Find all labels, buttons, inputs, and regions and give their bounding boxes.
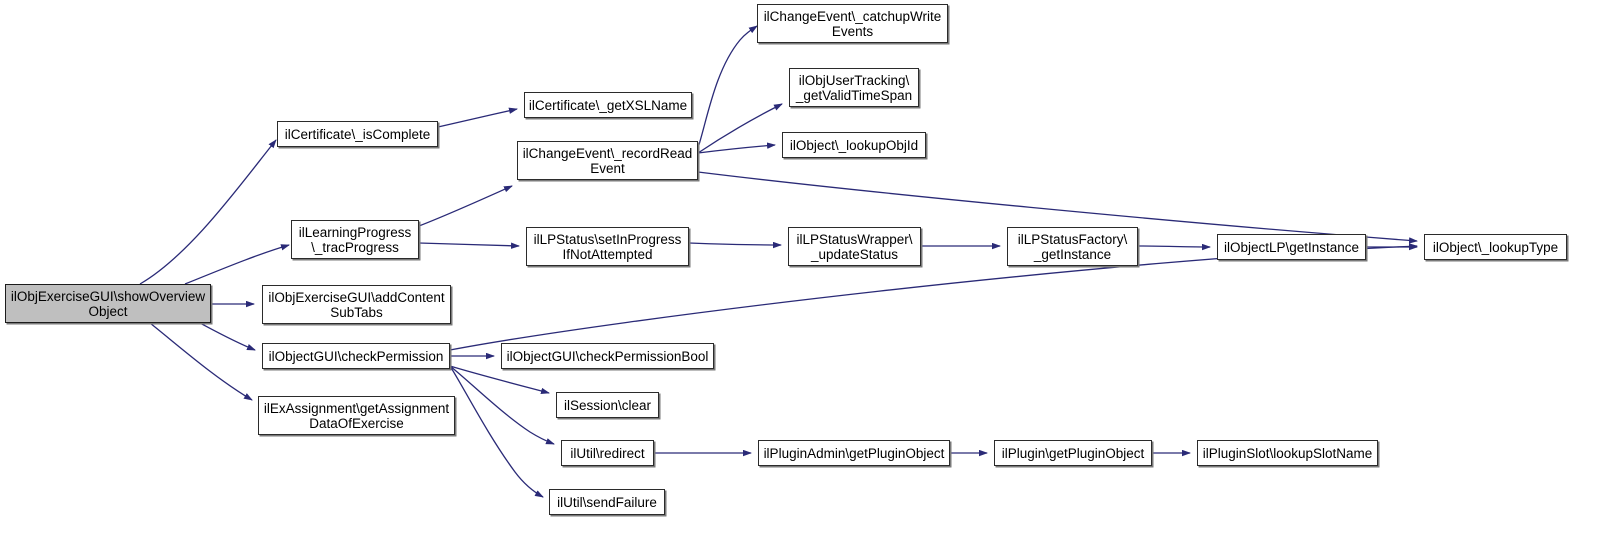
graph-node-label: ilChangeEvent\_recordRead Event bbox=[522, 145, 693, 176]
graph-node-label: ilLPStatusFactory\ _getInstance bbox=[1017, 231, 1128, 262]
graph-edge bbox=[1137, 243, 1211, 251]
graph-node-setInProgressIfNotAttempted[interactable]: ilLPStatus\setInProgress IfNotAttempted bbox=[526, 227, 689, 266]
graph-node-label: ilObject\_lookupType bbox=[1432, 239, 1559, 255]
graph-node-label: ilLPStatus\setInProgress IfNotAttempted bbox=[533, 231, 682, 262]
graph-edge bbox=[199, 322, 256, 351]
graph-node-label: ilObjExerciseGUI\showOverview Object bbox=[10, 288, 206, 319]
graph-node-label: ilUtil\sendFailure bbox=[557, 494, 657, 510]
graph-node-label: ilLearningProgress \_tracProgress bbox=[298, 224, 412, 255]
graph-node-label: ilPluginSlot\lookupSlotName bbox=[1202, 445, 1373, 461]
graph-node-sessionClear[interactable]: ilSession\clear bbox=[556, 392, 659, 418]
graph-node-label: ilExAssignment\getAssignment DataOfExerc… bbox=[263, 400, 450, 431]
graph-node-pluginGetPluginObject[interactable]: ilPlugin\getPluginObject bbox=[994, 440, 1152, 466]
graph-edge bbox=[437, 107, 518, 128]
graph-node-label: ilLPStatusWrapper\ _updateStatus bbox=[796, 231, 913, 262]
graph-node-recordReadEvent[interactable]: ilChangeEvent\_recordRead Event bbox=[517, 141, 698, 180]
graph-node-label: ilPluginAdmin\getPluginObject bbox=[763, 445, 945, 461]
graph-node-checkPermissionBool[interactable]: ilObjectGUI\checkPermissionBool bbox=[501, 343, 714, 369]
graph-node-lookupObjId[interactable]: ilObject\_lookupObjId bbox=[782, 132, 926, 158]
graph-edge bbox=[418, 242, 520, 249]
graph-node-lookupType[interactable]: ilObject\_lookupType bbox=[1424, 234, 1567, 260]
graph-node-label: ilCertificate\_getXSLName bbox=[528, 97, 688, 113]
graph-node-getValidTimeSpan[interactable]: ilObjUserTracking\ _getValidTimeSpan bbox=[789, 68, 919, 107]
graph-edge bbox=[697, 25, 758, 149]
graph-edge bbox=[697, 171, 1418, 244]
graph-node-label: ilObject\_lookupObjId bbox=[789, 137, 919, 153]
graph-edge bbox=[139, 139, 277, 285]
graph-edge bbox=[697, 142, 776, 154]
graph-node-catchupWriteEvents[interactable]: ilChangeEvent\_catchupWrite Events bbox=[757, 4, 948, 43]
graph-node-label: ilObjExerciseGUI\addContent SubTabs bbox=[268, 289, 445, 320]
graph-node-isComplete[interactable]: ilCertificate\_isComplete bbox=[277, 121, 438, 147]
graph-node-tracProgress[interactable]: ilLearningProgress \_tracProgress bbox=[291, 220, 419, 259]
graph-node-objectLPGetInstance[interactable]: ilObjectLP\getInstance bbox=[1217, 234, 1366, 260]
graph-edges bbox=[139, 25, 1418, 498]
graph-node-addContentSubTabs[interactable]: ilObjExerciseGUI\addContent SubTabs bbox=[262, 285, 451, 324]
graph-edge bbox=[449, 365, 550, 395]
graph-edge bbox=[418, 185, 513, 227]
graph-edge bbox=[449, 365, 544, 498]
graph-edge bbox=[149, 322, 253, 401]
graph-node-label: ilChangeEvent\_catchupWrite Events bbox=[763, 8, 942, 39]
graph-edge bbox=[184, 244, 290, 285]
graph-node-updateStatus[interactable]: ilLPStatusWrapper\ _updateStatus bbox=[788, 227, 921, 266]
graph-node-showOverviewObject[interactable]: ilObjExerciseGUI\showOverview Object bbox=[5, 284, 211, 323]
graph-node-lpStatusFactoryGetInstance[interactable]: ilLPStatusFactory\ _getInstance bbox=[1007, 227, 1138, 266]
graph-node-label: ilPlugin\getPluginObject bbox=[1001, 445, 1145, 461]
graph-edge bbox=[697, 103, 783, 154]
graph-node-label: ilSession\clear bbox=[563, 397, 652, 413]
graph-node-lookupSlotName[interactable]: ilPluginSlot\lookupSlotName bbox=[1197, 440, 1378, 466]
graph-edge bbox=[449, 365, 555, 445]
graph-node-label: ilObjectGUI\checkPermissionBool bbox=[506, 348, 709, 364]
graph-node-getAssignmentDataOfExercise[interactable]: ilExAssignment\getAssignment DataOfExerc… bbox=[258, 396, 455, 435]
graph-node-pluginAdminGetPluginObject[interactable]: ilPluginAdmin\getPluginObject bbox=[758, 440, 950, 466]
graph-node-checkPermission[interactable]: ilObjectGUI\checkPermission bbox=[262, 343, 450, 369]
graph-node-label: ilUtil\redirect bbox=[570, 445, 645, 461]
graph-edge bbox=[688, 241, 782, 249]
graph-node-label: ilObjectLP\getInstance bbox=[1223, 239, 1360, 255]
graph-node-sendFailure[interactable]: ilUtil\sendFailure bbox=[549, 489, 665, 515]
graph-node-label: ilObjUserTracking\ _getValidTimeSpan bbox=[795, 72, 913, 103]
graph-node-label: ilObjectGUI\checkPermission bbox=[268, 348, 444, 364]
graph-node-redirect[interactable]: ilUtil\redirect bbox=[561, 440, 654, 466]
graph-node-getXSLName[interactable]: ilCertificate\_getXSLName bbox=[524, 92, 692, 118]
graph-node-label: ilCertificate\_isComplete bbox=[284, 126, 431, 142]
